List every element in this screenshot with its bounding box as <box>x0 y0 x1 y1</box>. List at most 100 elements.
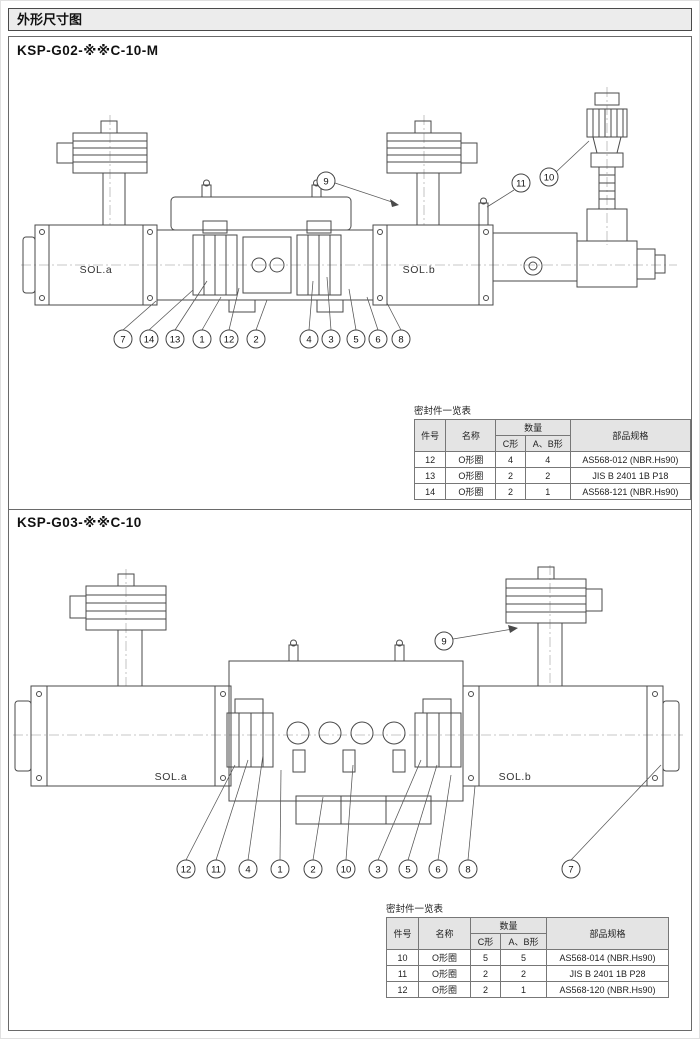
callout-10: 10 <box>336 859 356 879</box>
right-solenoid <box>462 685 680 787</box>
callout-7: 7 <box>113 329 133 349</box>
svg-text:5: 5 <box>353 335 358 346</box>
svg-text:9: 9 <box>441 637 446 648</box>
seal-table-2: 密封件一览表 件号 名称 数量 部品规格 C形 A、B形 10 O形圈 5 5 <box>386 901 669 998</box>
seal-table-1-grid: 件号 名称 数量 部品规格 C形 A、B形 12 O形圈 4 4 AS568-0… <box>413 419 692 500</box>
callout-6: 6 <box>368 329 388 349</box>
cell-spec: AS568-014 (NBR.Hs90) <box>546 949 669 966</box>
svg-text:13: 13 <box>170 335 181 346</box>
callout-11: 11 <box>206 859 226 879</box>
valve-body <box>226 639 464 825</box>
col-spec: 部品规格 <box>546 917 669 950</box>
cell-qty-c: 2 <box>495 467 526 484</box>
col-qty-c: C形 <box>495 435 526 452</box>
col-part-no: 件号 <box>386 917 419 950</box>
callout-4: 4 <box>238 859 258 879</box>
cell-qty-c: 2 <box>495 483 526 500</box>
seal-table-1-title: 密封件一览表 <box>414 406 472 417</box>
cell-name: O形圈 <box>418 981 471 998</box>
callout-3: 3 <box>321 329 341 349</box>
cell-qty-ab: 1 <box>500 981 547 998</box>
callout-6: 6 <box>428 859 448 879</box>
cell-part: 13 <box>413 467 447 484</box>
callout-14: 14 <box>139 329 159 349</box>
col-qty-c: C形 <box>470 933 501 950</box>
right-din-connector <box>386 120 478 226</box>
callout-12: 12 <box>219 329 239 349</box>
callout-4: 4 <box>299 329 319 349</box>
drawing-frame: KSP-G02-※※C-10-M <box>8 36 692 1031</box>
svg-text:4: 4 <box>306 335 311 346</box>
cell-qty-c: 4 <box>495 451 526 468</box>
callout-2: 2 <box>303 859 323 879</box>
cell-qty-ab: 5 <box>500 949 547 966</box>
cell-qty-ab: 1 <box>524 483 571 500</box>
col-spec: 部品规格 <box>569 419 692 452</box>
table-row: 12 O形圈 4 4 AS568-012 (NBR.Hs90) <box>413 451 692 468</box>
svg-text:14: 14 <box>144 335 155 346</box>
cell-part: 11 <box>386 965 419 982</box>
right-extension <box>478 197 666 288</box>
svg-text:10: 10 <box>544 173 555 184</box>
svg-text:1: 1 <box>199 335 204 346</box>
drawing-ksp-g03: SOL.a SOL.b 12 11 4 <box>13 565 683 879</box>
manual-adjust-knob <box>586 92 628 242</box>
sol-a-label-1: SOL.a <box>80 264 113 276</box>
cell-qty-c: 2 <box>470 981 501 998</box>
cell-spec: AS568-120 (NBR.Hs90) <box>546 981 669 998</box>
svg-text:8: 8 <box>465 865 470 876</box>
cell-qty-ab: 2 <box>524 467 571 484</box>
svg-text:11: 11 <box>211 865 221 876</box>
svg-text:12: 12 <box>181 865 192 876</box>
col-qty-ab: A、B形 <box>524 435 571 452</box>
callout-8: 8 <box>458 859 478 879</box>
cell-part: 14 <box>413 483 447 500</box>
svg-text:2: 2 <box>310 865 315 876</box>
callout-1: 1 <box>192 329 212 349</box>
col-name: 名称 <box>445 419 497 452</box>
callout-11: 11 <box>511 173 531 193</box>
callout-9: 9 <box>434 631 454 651</box>
cell-spec: AS568-121 (NBR.Hs90) <box>569 483 692 500</box>
cell-name: O形圈 <box>445 451 497 468</box>
table-row: 11 O形圈 2 2 JIS B 2401 1B P28 <box>386 965 669 982</box>
callout-5: 5 <box>346 329 366 349</box>
section1-title: KSP-G02-※※C-10-M <box>17 43 159 58</box>
callout-10: 10 <box>539 167 559 187</box>
callout-12: 12 <box>176 859 196 879</box>
svg-text:6: 6 <box>375 335 380 346</box>
sol-b-label-2: SOL.b <box>499 771 532 783</box>
cell-name: O形圈 <box>445 467 497 484</box>
seal-table-2-grid: 件号 名称 数量 部品规格 C形 A、B形 10 O形圈 5 5 AS568-0… <box>386 917 669 998</box>
cell-qty-c: 2 <box>470 965 501 982</box>
callout-7: 7 <box>561 859 581 879</box>
svg-text:7: 7 <box>568 865 573 876</box>
svg-text:6: 6 <box>435 865 440 876</box>
table-row: 13 O形圈 2 2 JIS B 2401 1B P18 <box>413 467 692 484</box>
svg-text:1: 1 <box>277 865 282 876</box>
cell-name: O形圈 <box>418 949 471 966</box>
left-din-connector <box>69 573 167 687</box>
cell-qty-ab: 2 <box>500 965 547 982</box>
sol-a-label-2: SOL.a <box>155 771 188 783</box>
svg-text:3: 3 <box>328 335 333 346</box>
cell-qty-c: 5 <box>470 949 501 966</box>
cell-part: 10 <box>386 949 419 966</box>
svg-text:4: 4 <box>245 865 250 876</box>
drawing-ksp-g02: SOL.a SOL.b 7 <box>21 87 677 349</box>
cell-spec: JIS B 2401 1B P28 <box>546 965 669 982</box>
svg-text:12: 12 <box>224 335 235 346</box>
callout-9: 9 <box>316 171 336 191</box>
col-part-no: 件号 <box>413 419 447 452</box>
svg-text:11: 11 <box>516 179 526 190</box>
cell-name: O形圈 <box>445 483 497 500</box>
right-din-connector <box>505 566 603 687</box>
svg-text:5: 5 <box>405 865 410 876</box>
section-divider <box>9 509 691 510</box>
col-name: 名称 <box>418 917 471 950</box>
svg-text:9: 9 <box>323 177 328 188</box>
callout-2: 2 <box>246 329 266 349</box>
cell-spec: JIS B 2401 1B P18 <box>569 467 692 484</box>
svg-text:10: 10 <box>341 865 352 876</box>
